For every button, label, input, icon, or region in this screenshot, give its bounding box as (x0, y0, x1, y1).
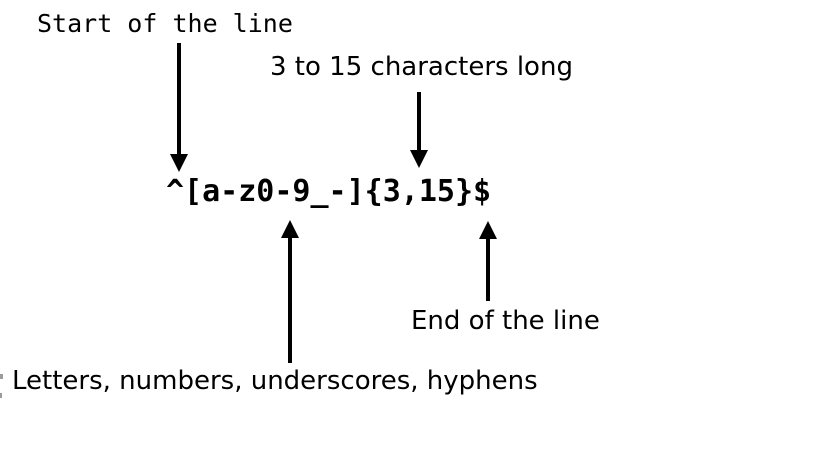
arrowhead-up-icon (479, 221, 497, 239)
arrowhead-down-icon (410, 150, 428, 168)
arrow-character-class-icon (281, 220, 299, 363)
arrowhead-up-icon (281, 220, 299, 238)
arrowhead-down-icon (170, 154, 188, 172)
arrow-shaft (177, 43, 181, 159)
arrow-shaft (486, 234, 490, 301)
arrow-shaft (288, 233, 292, 363)
arrow-start-of-line-icon (170, 43, 188, 172)
label-character-class: Letters, numbers, underscores, hyphens (12, 366, 538, 396)
label-character-length: 3 to 15 characters long (270, 52, 573, 82)
arrow-character-length-icon (410, 92, 428, 168)
arrow-end-of-line-icon (479, 221, 497, 301)
label-start-of-line: Start of the line (37, 9, 293, 38)
left-edge-artifact (0, 374, 3, 379)
arrow-shaft (417, 92, 421, 155)
left-edge-artifact (0, 393, 2, 398)
regex-pattern-text: ^[a-z0-9_-]{3,15}$ (166, 174, 492, 209)
label-end-of-line: End of the line (411, 306, 600, 336)
